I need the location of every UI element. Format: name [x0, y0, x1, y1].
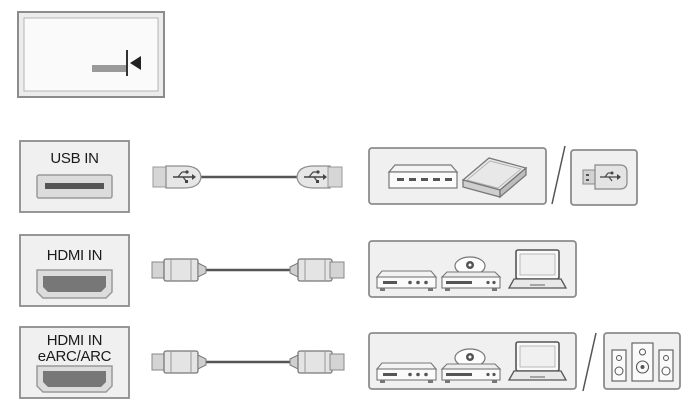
usb-hub-icon: [387, 164, 459, 189]
hdmi-cable-icon: [151, 258, 345, 282]
set-top-box-icon: [375, 270, 438, 291]
dvd-player-icon: [440, 256, 502, 291]
usb-cable-icon: [152, 165, 343, 189]
set-top-box-icon: [375, 362, 438, 383]
usb-in-label: USB IN: [50, 150, 98, 167]
hdmi-in-port-panel: HDMI IN: [19, 234, 130, 307]
hdmi-in-label: HDMI IN: [47, 247, 102, 264]
hdmi-earc-label-line-2: eARC/ARC: [38, 348, 112, 365]
usb-flash-drive-icon: [570, 149, 638, 206]
usb-devices-panel: [368, 147, 547, 205]
external-hdd-icon: [461, 157, 528, 199]
hdmi-devices-panel: [368, 240, 577, 298]
laptop-icon: [507, 249, 568, 289]
hdmi-cable-icon: [151, 350, 345, 374]
laptop-icon: [507, 341, 568, 381]
speaker-system-icon: [603, 332, 681, 390]
usb-in-port-panel: USB IN: [19, 140, 130, 213]
dvd-player-icon: [440, 348, 502, 383]
earc-devices-panel: [368, 332, 577, 390]
hdmi-earc-port-panel: HDMI IN eARC/ARC: [19, 326, 130, 399]
separator-slash: [582, 332, 597, 392]
separator-slash: [551, 145, 566, 205]
hdmi-earc-label-line-1: HDMI IN: [47, 332, 102, 349]
tv-back-panel-icon: [17, 11, 165, 98]
